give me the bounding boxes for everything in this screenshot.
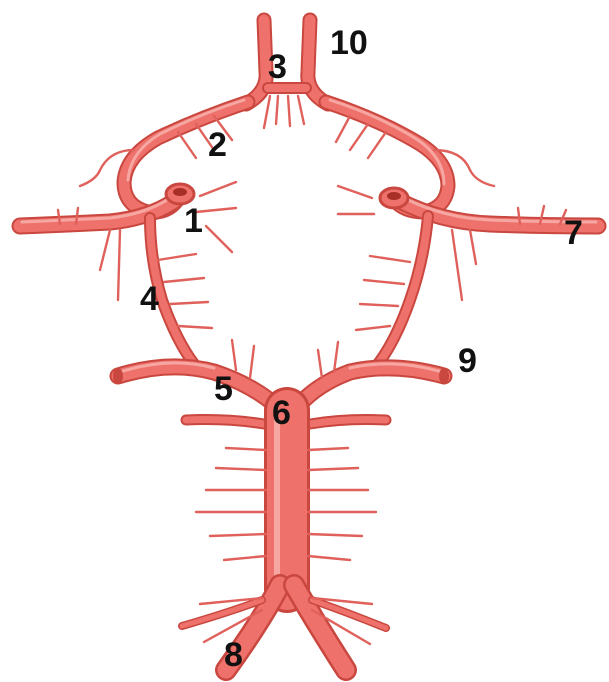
- label-2: 2: [208, 126, 227, 164]
- label-8: 8: [224, 636, 243, 674]
- label-6: 6: [272, 394, 291, 432]
- label-3: 3: [268, 48, 287, 86]
- label-10: 10: [330, 24, 368, 62]
- basilar-artery: [277, 410, 287, 590]
- label-5: 5: [214, 370, 233, 408]
- label-1: 1: [184, 202, 203, 240]
- label-9: 9: [458, 342, 477, 380]
- label-4: 4: [140, 280, 159, 318]
- label-7: 7: [564, 214, 583, 252]
